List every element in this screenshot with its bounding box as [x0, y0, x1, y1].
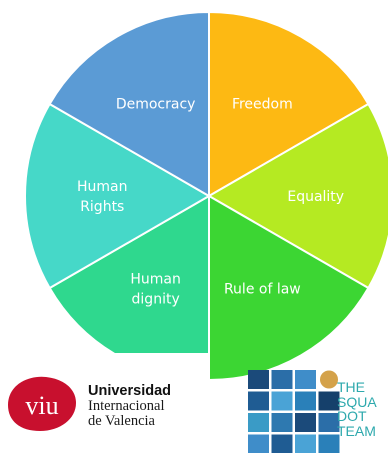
squad-tile	[295, 391, 316, 411]
squad-tile	[271, 434, 293, 453]
label-human-rights-line-1: Human	[77, 179, 128, 195]
segment-democracy	[48, 10, 210, 198]
squad-line-the: THE	[337, 379, 365, 395]
squad-tile	[318, 413, 340, 432]
squad-line-dot: DOT	[337, 408, 367, 424]
label-human-dignity: Human dignity	[130, 271, 181, 307]
label-rule-of-law: Rule of law	[224, 281, 301, 297]
squad-tile	[248, 413, 269, 432]
viu-line-internacional: Internacional	[88, 398, 165, 414]
label-democracy: Democracy	[116, 97, 196, 113]
label-human-dignity-line-2: dignity	[132, 291, 180, 307]
label-human-dignity-line-1: Human	[130, 271, 181, 287]
label-human-rights-line-2: Rights	[80, 199, 124, 215]
squad-tile	[318, 391, 340, 411]
label-freedom: Freedom	[232, 97, 293, 113]
segment-freedom	[208, 10, 370, 198]
squad-tile	[271, 370, 293, 389]
squad-tile	[248, 391, 269, 411]
squad-tile	[318, 434, 340, 453]
label-freedom-line-1: Freedom	[232, 97, 293, 113]
viu-wordmark: Universidad Internacional de Valencia	[88, 384, 171, 429]
squad-tile	[295, 413, 316, 432]
squad-dot-team-logo	[248, 370, 340, 453]
viu-mark: viu	[25, 391, 58, 420]
squad-tile	[295, 434, 316, 453]
squad-line-team: TEAM	[337, 422, 376, 439]
segment-human-rights	[24, 102, 212, 290]
squad-tile	[295, 370, 316, 389]
viu-line-universidad: Universidad	[88, 383, 171, 399]
label-equality-line-1: Equality	[287, 189, 344, 205]
squad-dot-team-wordmark: THE SQUA DOT TEAM	[337, 380, 377, 438]
viu-line-valencia: de Valencia	[88, 413, 155, 429]
segment-equality	[206, 102, 388, 290]
label-rule-of-law-line-1: Rule of law	[224, 281, 301, 297]
squad-tile	[271, 413, 293, 432]
squad-dot-icon	[320, 370, 338, 389]
viu-logo: viu	[8, 376, 76, 431]
segment-rule-of-law	[208, 194, 370, 382]
squad-line-squa: SQUA	[337, 393, 377, 410]
squad-tile	[248, 370, 269, 389]
label-democracy-line-1: Democracy	[116, 97, 196, 113]
squad-tile	[248, 434, 269, 453]
label-equality: Equality	[287, 189, 344, 205]
squad-tile	[271, 391, 293, 411]
